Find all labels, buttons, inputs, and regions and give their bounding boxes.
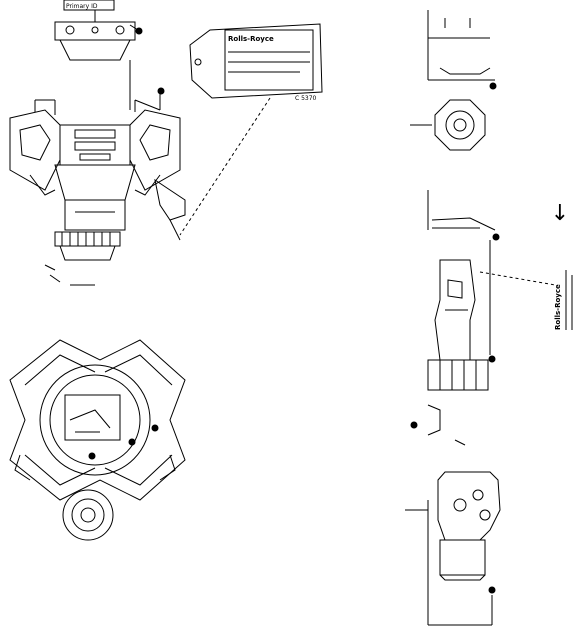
mount-detail-top: [410, 10, 497, 151]
callout-dot: [135, 27, 143, 35]
plate-brand-text: Rolls-Royce: [228, 35, 274, 43]
callout-dot: [128, 438, 136, 446]
data-plate-callout: Rolls-Royce C 5370: [179, 23, 323, 236]
plate-ref-text: C 5370: [295, 95, 317, 102]
callout-dot: [410, 421, 418, 429]
side-data-plate: ↓ Rolls-Royce: [551, 201, 573, 330]
callout-dot: [88, 452, 96, 460]
callout-dot: [492, 233, 500, 241]
callout-dot: [488, 355, 496, 363]
engine-top-view: [9, 339, 186, 541]
engine-front-view: Primary ID: [9, 0, 186, 286]
callout-dot: [489, 82, 497, 90]
engine-rear-view: [405, 471, 501, 626]
callout-dot: [488, 586, 496, 594]
side-plate-brand: Rolls-Royce: [554, 284, 562, 330]
engine-side-view: [410, 190, 556, 446]
callout-dot: [151, 424, 159, 432]
data-plate-outline: [189, 23, 323, 99]
callout-dot: [157, 87, 165, 95]
flow-arrow: ↓: [551, 201, 569, 226]
top-tag: [63, 0, 115, 11]
top-tag-label: Primary ID: [66, 3, 98, 10]
